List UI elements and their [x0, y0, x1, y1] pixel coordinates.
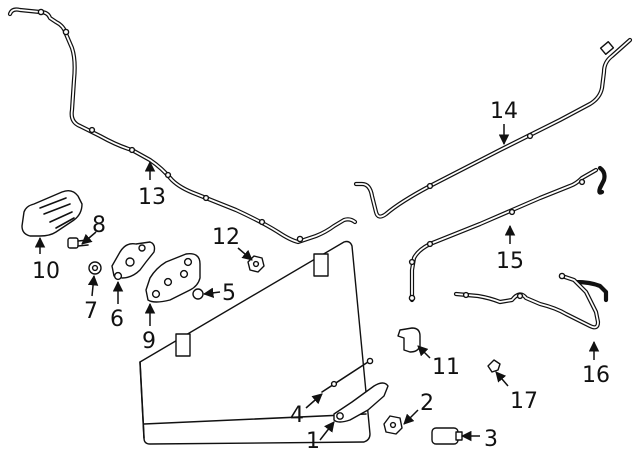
callout-9: 9: [142, 329, 156, 354]
callout-1: 1: [306, 429, 320, 454]
callout-6: 6: [110, 307, 124, 332]
callout-10: 10: [32, 259, 60, 284]
cap-part-3: [431, 427, 463, 445]
grommet-part-5: [192, 288, 204, 300]
callout-15: 15: [496, 249, 524, 274]
callout-arrows: [34, 124, 600, 442]
nut-part-2: [383, 415, 403, 435]
washer-hose-15: [408, 165, 607, 303]
callout-7: 7: [84, 299, 98, 324]
clip-part-17: [487, 359, 501, 373]
latch-part-6: [111, 241, 156, 281]
nozzle-part-11: [397, 327, 421, 353]
wiper-arm-part-1: [333, 382, 389, 423]
bracket-part-9: [145, 253, 201, 303]
callout-3: 3: [484, 427, 498, 452]
callout-17: 17: [510, 389, 538, 414]
rod-part-4: [321, 357, 374, 393]
washer-hose-16: [453, 272, 609, 330]
callout-14: 14: [490, 99, 518, 124]
cover-part-10: [21, 189, 83, 237]
callout-12: 12: [212, 225, 240, 250]
callout-5: 5: [222, 281, 236, 306]
callout-2: 2: [420, 391, 434, 416]
washer-hose-14: [353, 37, 633, 219]
washer-part-7: [88, 261, 102, 275]
callout-16: 16: [582, 363, 610, 388]
callout-4: 4: [290, 403, 304, 428]
callout-8: 8: [92, 213, 106, 238]
callout-11: 11: [432, 355, 460, 380]
callout-13: 13: [138, 185, 166, 210]
bolt-part-8: [67, 237, 89, 249]
washer-hose-13: [7, 7, 358, 245]
